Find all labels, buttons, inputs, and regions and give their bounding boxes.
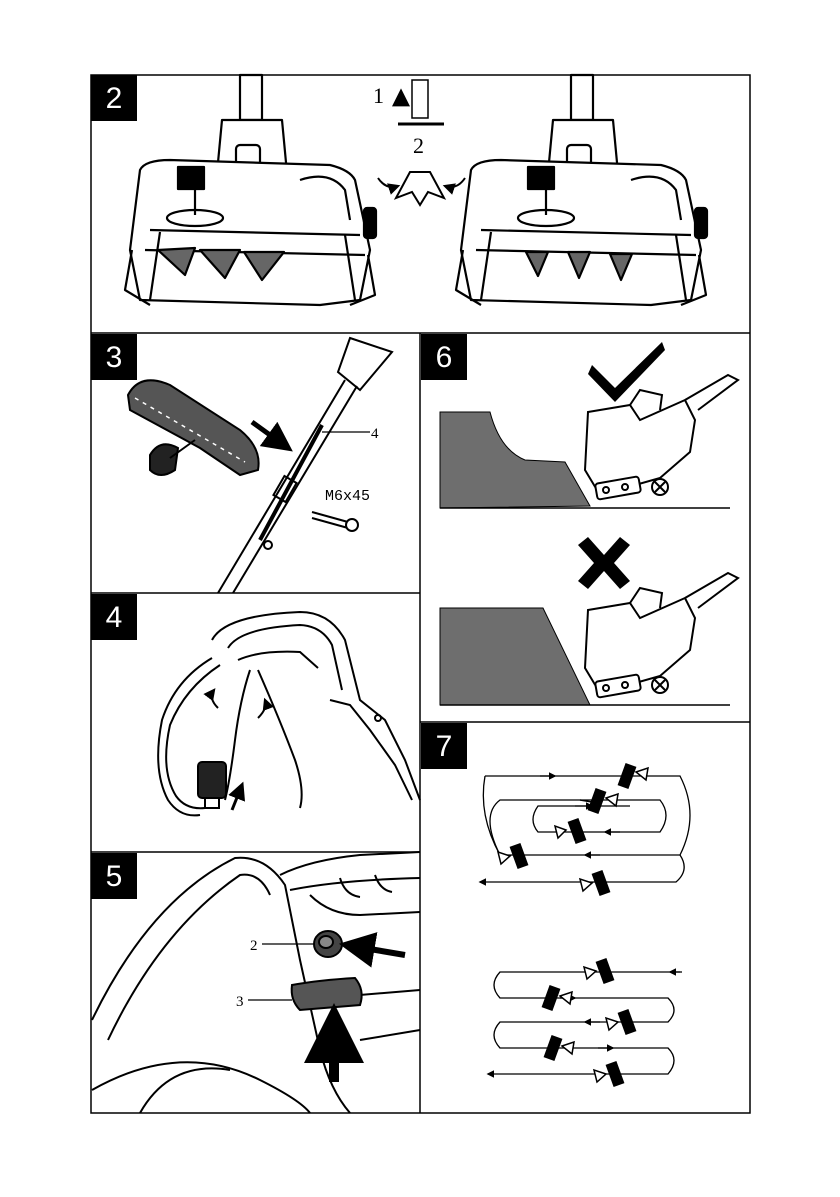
power-cable [158, 658, 302, 815]
panel-2-number: 2 [106, 82, 123, 115]
spiral-thrower-icons [498, 764, 648, 895]
snow-pile-correct [440, 412, 590, 508]
bolt-size-label: M6x45 [325, 488, 370, 505]
upper-handle-part [128, 380, 259, 475]
wrap-right-arrow-icon [258, 700, 266, 718]
lever-callout: 3 [236, 994, 244, 1010]
snow-thrower-blades-mounted [125, 75, 376, 305]
panel-2: 1 2 [91, 75, 707, 305]
snow-pile-incorrect [440, 608, 590, 705]
zigzag-clearing-path [488, 972, 682, 1074]
insert-arrow-icon [252, 422, 288, 448]
blade-icon [396, 172, 444, 205]
spiral-clearing-path [480, 776, 690, 882]
press-button-arrow-icon [346, 945, 405, 955]
handle-grip [212, 612, 420, 800]
panel-7-number: 7 [436, 730, 453, 763]
panel-7: 7 [421, 723, 690, 1086]
push-up-arrow-icon [232, 785, 242, 810]
handle-closeup [92, 852, 420, 1113]
bolt-icon [412, 80, 428, 118]
panel-3-number: 3 [106, 341, 123, 374]
panel-3: 4 M6x45 3 [91, 334, 392, 593]
step-indicator: 1 2 [373, 80, 465, 205]
button-callout: 2 [250, 938, 258, 954]
panel-5-number: 5 [106, 860, 123, 893]
panel-6-number: 6 [436, 341, 453, 374]
bolt-m6x45 [312, 512, 358, 531]
snow-thrower-blades-removed [456, 75, 707, 305]
step-1-label: 1 [373, 83, 384, 108]
rotate-left-arrow-icon [378, 178, 398, 187]
thrower-incorrect-angle [585, 573, 738, 698]
panel-5: 2 3 5 [91, 852, 420, 1113]
rotate-right-arrow-icon [445, 178, 465, 187]
incorrect-cross-icon [578, 537, 630, 589]
panel-4-number: 4 [106, 601, 123, 634]
panel-4: 4 [91, 594, 420, 815]
panel-6: 6 [421, 334, 738, 705]
wrap-left-arrow-icon [212, 690, 218, 708]
switch-lever [292, 978, 362, 1010]
cable-plug [198, 762, 226, 808]
lock-button [314, 931, 342, 957]
handle-tube-callout: 4 [371, 426, 379, 442]
step-2-label: 2 [413, 133, 424, 158]
